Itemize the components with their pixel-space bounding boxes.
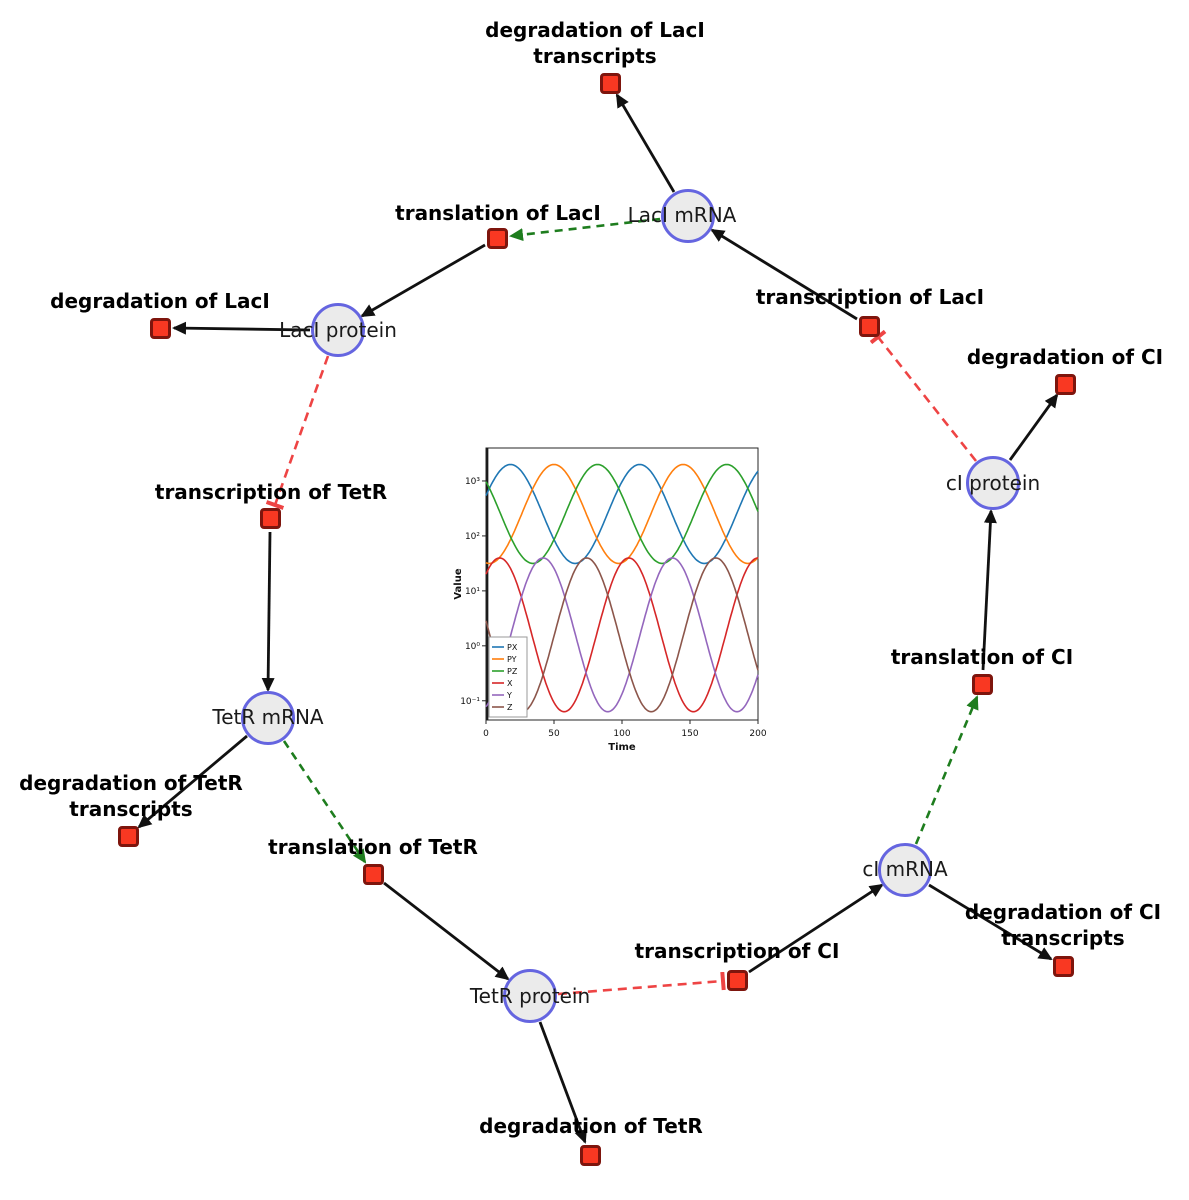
x-tick-label: 200	[749, 729, 766, 739]
y-tick-label: 10³	[465, 477, 480, 487]
species-node-laci-protein	[311, 303, 365, 357]
reaction-label-translation-laci: translation of LacI	[395, 201, 601, 225]
reaction-node-deg-tetr-transcripts	[118, 826, 139, 847]
species-node-tetr-mrna	[241, 691, 295, 745]
reaction-label-deg-laci-transcripts: degradation of LacI transcripts	[485, 18, 705, 68]
edge-translation-tetr-to-tetr-protein	[383, 881, 510, 981]
legend-label-X: X	[507, 679, 513, 688]
legend-box	[488, 636, 528, 718]
reaction-label-translation-tetr: translation of TetR	[268, 835, 478, 859]
legend-label-Y: Y	[506, 691, 512, 700]
species-node-ci-protein	[966, 456, 1020, 510]
y-axis-label: Value	[453, 568, 464, 599]
species-label-ci-mrna: cI mRNA	[862, 857, 948, 881]
series-line-PZ	[485, 463, 759, 565]
reaction-label-deg-ci-transcripts: degradation of CI transcripts	[964, 900, 1162, 950]
legend-label-PZ: PZ	[507, 667, 518, 676]
series-line-Y	[485, 557, 759, 713]
y-tick-label: 10¹	[465, 587, 480, 597]
legend-label-Z: Z	[507, 703, 513, 712]
reaction-node-transcription-ci	[727, 970, 748, 991]
reaction-label-deg-ci: degradation of CI	[966, 345, 1164, 369]
reaction-node-translation-ci	[972, 674, 993, 695]
species-node-ci-mrna	[878, 843, 932, 897]
species-label-tetr-mrna: TetR mRNA	[212, 705, 324, 729]
series-line-Z	[485, 557, 759, 713]
reaction-label-deg-tetr: degradation of TetR	[479, 1114, 703, 1138]
reaction-label-transcription-tetr: transcription of TetR	[154, 480, 388, 504]
x-axis-label: Time	[608, 742, 636, 753]
reaction-label-transcription-ci: transcription of CI	[634, 939, 840, 963]
y-tick-label: 10²	[465, 532, 480, 542]
reaction-node-deg-ci	[1055, 374, 1076, 395]
species-node-laci-mrna	[661, 189, 715, 243]
reaction-node-translation-laci	[487, 228, 508, 249]
edge-ci-protein-inhibits-transcription-laci	[869, 329, 978, 462]
reaction-label-translation-ci: translation of CI	[890, 645, 1074, 669]
reaction-node-deg-ci-transcripts	[1053, 956, 1074, 977]
series-line-X	[485, 557, 759, 713]
x-tick-label: 100	[613, 729, 630, 739]
species-node-tetr-protein	[503, 969, 557, 1023]
reaction-node-translation-tetr	[363, 864, 384, 885]
x-tick-label: 150	[681, 729, 698, 739]
edge-ci-mrna-modifier-translation-ci	[914, 695, 979, 845]
legend-label-PX: PX	[507, 643, 518, 652]
edge-laci-mrna-to-deg-laci-transcripts	[615, 93, 676, 193]
edge-ci-protein-to-deg-ci	[1008, 393, 1059, 461]
species-label-ci-protein: cI protein	[945, 471, 1041, 495]
species-label-tetr-protein: TetR protein	[469, 984, 591, 1008]
reaction-node-deg-laci-transcripts	[600, 73, 621, 94]
y-tick-label: 10⁰	[465, 642, 480, 652]
edge-transcription-tetr-to-tetr-mrna	[261, 531, 275, 692]
reaction-node-deg-laci	[150, 318, 171, 339]
edge-translation-laci-to-laci-protein	[360, 243, 486, 318]
species-label-laci-mrna: LacI mRNA	[627, 203, 737, 227]
reaction-node-deg-tetr	[580, 1145, 601, 1166]
y-tick-label: 10⁻¹	[460, 697, 480, 707]
reaction-label-deg-tetr-transcripts: degradation of TetR transcripts	[19, 771, 243, 821]
legend-label-PY: PY	[507, 655, 517, 664]
x-tick-label: 50	[548, 729, 560, 739]
species-label-laci-protein: LacI protein	[279, 318, 397, 342]
reaction-node-transcription-tetr	[260, 508, 281, 529]
reaction-label-deg-laci: degradation of LacI	[50, 289, 270, 313]
reaction-label-transcription-laci: transcription of LacI	[755, 285, 985, 309]
reaction-node-transcription-laci	[859, 316, 880, 337]
x-tick-label: 0	[483, 729, 489, 739]
